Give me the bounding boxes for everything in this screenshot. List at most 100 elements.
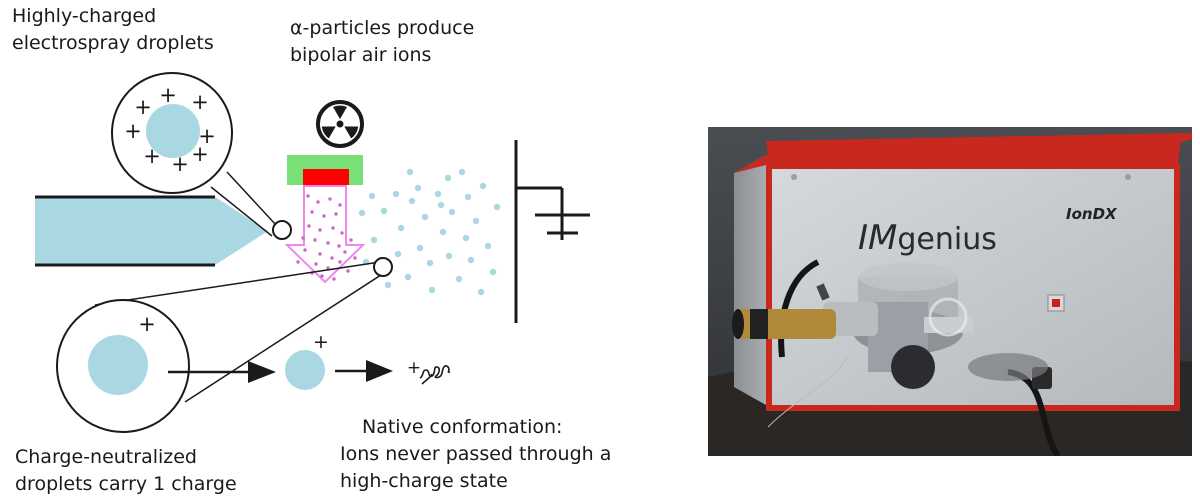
ground-icon: [514, 140, 590, 323]
neutralized-droplet: [88, 335, 148, 395]
ion-dot: [334, 212, 338, 216]
ion-dot: [306, 194, 310, 198]
droplet-dot: [406, 168, 414, 176]
ion-dot: [332, 277, 336, 281]
ion-dot: [349, 238, 353, 242]
plus-sign: +: [134, 95, 152, 119]
plus-sign: +: [191, 90, 209, 114]
brand-logo: IMgenius: [858, 218, 997, 258]
imgenius-iondx-photo: IMgenius IonDX: [708, 127, 1192, 456]
label-native-conformation: Native conformation: Ions never passed t…: [340, 414, 611, 495]
label-line: electrospray droplets: [12, 32, 214, 54]
ion-dot: [338, 203, 342, 207]
neutralized-droplet-cloud: [358, 168, 501, 296]
plus-sign: +: [124, 119, 142, 143]
label-line: bipolar air ions: [290, 44, 432, 66]
droplet-dot: [472, 217, 480, 225]
label-line: droplets carry 1 charge: [15, 473, 237, 495]
droplet-dot: [484, 242, 492, 250]
ion-dot: [307, 224, 311, 228]
ion-dot: [346, 269, 350, 273]
label-charge-neutralized: Charge-neutralized droplets carry 1 char…: [15, 444, 237, 498]
droplet-dot: [445, 252, 453, 260]
model-label: IonDX: [1066, 205, 1118, 223]
plus-sign: +: [191, 142, 209, 166]
droplet-dot: [464, 193, 472, 201]
plus-sign: +: [313, 331, 329, 353]
ion-dot: [318, 228, 322, 232]
arrow-right-icon: [248, 361, 276, 383]
droplet-dot: [493, 203, 501, 211]
radiation-icon: [316, 100, 364, 148]
droplet-dot: [392, 190, 400, 198]
ion-dot: [328, 197, 332, 201]
protein-squiggle-icon: [419, 365, 451, 385]
small-droplet: [285, 350, 325, 390]
droplet-dot: [428, 286, 436, 294]
droplet-dot: [439, 228, 447, 236]
droplet-dot: [404, 273, 412, 281]
ion-dot: [338, 260, 342, 264]
droplet-dot: [467, 256, 475, 264]
label-line: Ions never passed through a: [340, 443, 612, 465]
neutralization-schematic: + + + + + + + + + +: [35, 72, 590, 433]
ion-dot: [303, 248, 307, 252]
ion-dot: [314, 262, 318, 266]
droplet-dot: [416, 244, 424, 252]
label-line: high-charge state: [340, 470, 508, 492]
zoom-bubble-charged: + + + + + + + +: [111, 72, 292, 240]
droplet-dot: [489, 268, 497, 276]
droplet-dot: [458, 168, 466, 176]
electrospray-emitter: [35, 197, 268, 265]
droplet-dot: [421, 213, 429, 221]
ion-dot: [337, 244, 341, 248]
ion-dot: [301, 236, 305, 240]
label-line: Charge-neutralized: [15, 446, 197, 468]
droplet-dot: [370, 236, 378, 244]
charged-droplet: [146, 104, 200, 158]
droplet-dot: [384, 281, 392, 289]
ion-dot: [313, 238, 317, 242]
ion-dot: [326, 266, 330, 270]
label-line: Highly-charged: [12, 5, 157, 27]
droplet-dot: [397, 224, 405, 232]
label-line: Native conformation:: [362, 416, 563, 438]
droplet-dot: [477, 288, 485, 296]
ion-dot: [343, 250, 347, 254]
droplet-dot: [408, 197, 416, 205]
droplet-dot: [479, 182, 487, 190]
ion-dot: [326, 241, 330, 245]
label-line: α-particles produce: [290, 17, 475, 39]
ion-dot: [310, 210, 314, 214]
ion-dot: [340, 231, 344, 235]
plus-sign: +: [143, 144, 161, 168]
evaporation-sequence: + +: [168, 331, 451, 390]
droplet-dot: [368, 192, 376, 200]
alpha-source-emitter: [303, 169, 349, 185]
droplet-dot: [444, 174, 452, 182]
plus-sign: +: [407, 358, 421, 378]
zoom-bubble-neutralized: +: [56, 257, 393, 433]
plus-sign: +: [159, 83, 177, 107]
ion-dot: [318, 252, 322, 256]
droplet-dot: [380, 207, 388, 215]
droplet-dot: [414, 184, 422, 192]
droplet-dot: [358, 209, 366, 217]
droplet-dot: [455, 275, 463, 283]
plus-sign: +: [171, 152, 189, 176]
droplet-dot: [434, 190, 442, 198]
droplet-dot: [462, 234, 470, 242]
plus-sign: +: [138, 312, 156, 336]
ion-dot: [330, 256, 334, 260]
ion-dot: [322, 214, 326, 218]
droplet-dot: [394, 250, 402, 258]
droplet-dot: [448, 208, 456, 216]
ion-flow-arrow: [284, 185, 366, 284]
droplet-dot: [426, 259, 434, 267]
ion-dot: [353, 256, 357, 260]
ion-dot: [316, 200, 320, 204]
bipolar-ions: [296, 194, 357, 281]
plus-sign: +: [198, 124, 216, 148]
label-alpha-particles: α-particles produce bipolar air ions: [290, 15, 474, 69]
label-highly-charged-droplets: Highly-charged electrospray droplets: [12, 3, 214, 57]
